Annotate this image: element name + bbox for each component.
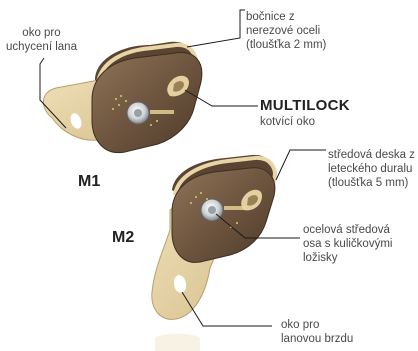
- label-stredova-deska: středová deska z leteckého duralu (tlouš…: [328, 148, 415, 190]
- multilock-title: MULTILOCK: [260, 97, 350, 115]
- label-oko-uchyceni: oko pro uchycení lana: [6, 26, 77, 54]
- m2-brand-mark: [224, 206, 246, 210]
- label-stredova-osa: ocelová středová osa s kuličkovými ložis…: [303, 223, 392, 265]
- m1-brand-mark: [150, 110, 174, 114]
- pulley-m1: [43, 42, 201, 153]
- label-bocnice: bočnice z nerezové oceli (tloušťka 2 mm): [246, 10, 326, 52]
- model-m1-label: M1: [78, 173, 100, 191]
- pulley-m2: [152, 155, 275, 319]
- m1-front-side-plate: [92, 53, 202, 153]
- multilock-subtitle: kotvící oko: [260, 115, 350, 129]
- leader-stredova-deska: [276, 150, 326, 180]
- leader-bocnice: [187, 10, 245, 47]
- m2-reflection: [155, 334, 200, 351]
- label-multilock: MULTILOCK kotvící oko: [260, 97, 350, 129]
- m2-front-side-plate: [172, 168, 275, 263]
- model-m2-label: M2: [112, 229, 134, 247]
- label-oko-brzda: oko pro lanovou brzdu: [281, 318, 353, 346]
